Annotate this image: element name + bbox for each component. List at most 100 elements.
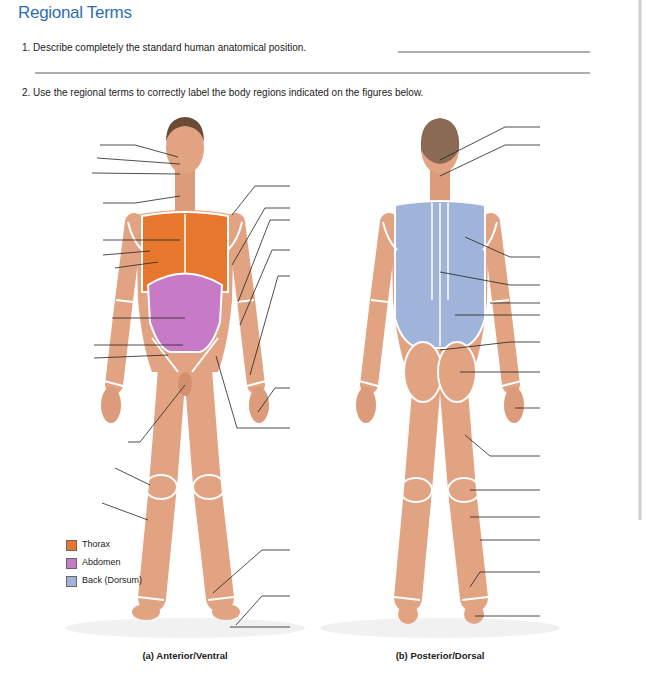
figure-shape: [431, 203, 433, 300]
figure-shape: [198, 370, 220, 598]
figure-shape: [383, 222, 397, 250]
figure-shape: [114, 222, 134, 385]
figure-shape: [238, 220, 290, 302]
figure-shape: [237, 300, 254, 302]
legend-swatch: [66, 558, 77, 569]
figure-shape: [184, 214, 186, 275]
figure-caption: (a) Anterior/Ventral: [85, 650, 285, 661]
figure-shape: [395, 201, 485, 348]
figure-shape: [212, 604, 240, 620]
figure-shape: [470, 517, 540, 518]
posterior-figure: [356, 118, 524, 624]
figure-shape: [400, 478, 432, 502]
figure-shape: [394, 597, 420, 600]
figure-shape: [371, 300, 388, 302]
figure-shape: [502, 381, 521, 386]
figure-shape: [480, 540, 540, 541]
figure-shape: [228, 222, 242, 250]
figure-shape: [460, 372, 540, 373]
figure-shape: [462, 597, 488, 600]
figure-shape: [152, 370, 172, 598]
floor-shadow: [320, 618, 560, 638]
figure-shape: [232, 186, 290, 215]
figure-shape: [193, 475, 225, 499]
figure-shape: [166, 117, 204, 142]
figure-shape: [148, 274, 222, 353]
figure-shape: [432, 203, 448, 346]
figure-shape: [440, 342, 540, 350]
figure-shape: [258, 388, 290, 412]
figure-shape: [369, 222, 389, 385]
figure-shape: [213, 550, 290, 593]
figure-shape: [455, 315, 540, 316]
figure-shape: [178, 372, 192, 396]
figure-shape: [175, 168, 195, 213]
figure-shape: [440, 272, 540, 285]
legend-text: Abdomen: [82, 557, 121, 568]
figure-shape: [232, 208, 290, 265]
figure-shape: [115, 262, 158, 268]
figure-shape: [492, 300, 509, 302]
figure-shape: [104, 381, 123, 386]
figure-shape: [94, 355, 168, 358]
figure-shape: [128, 222, 142, 250]
figure-shape: [101, 387, 121, 423]
figure-shape: [356, 387, 376, 423]
figure-shape: [103, 240, 180, 241]
anterior-figure: [101, 117, 269, 620]
figure-shape: [208, 597, 234, 600]
figure-shape: [104, 222, 266, 600]
answer-blanks: [35, 52, 590, 73]
figure-shape: [100, 145, 178, 157]
figure-shape: [138, 597, 164, 600]
figure-shape: [439, 203, 441, 346]
figure-shape: [470, 490, 540, 491]
figure-shape: [102, 503, 148, 520]
leader-lines: [92, 127, 540, 627]
figure-shape: [128, 385, 185, 442]
figure-shape: [398, 604, 418, 624]
figure-shape: [250, 276, 290, 375]
figure-shape: [475, 616, 540, 617]
figure-shape: [35, 73, 590, 74]
worksheet-title: Regional Terms: [18, 3, 132, 23]
figure-shape: [240, 250, 290, 325]
figure-shape: [136, 210, 234, 372]
figure-shape: [398, 52, 590, 53]
scroll-bar: [639, 0, 642, 520]
figure-shape: [440, 145, 540, 176]
figure-shape: [230, 627, 290, 628]
figure-shape: [115, 468, 150, 485]
figure-shape: [192, 338, 218, 372]
figure-shape: [359, 222, 521, 600]
question-text: 2. Use the regional terms to correctly l…: [22, 87, 423, 99]
figure-shape: [236, 222, 256, 385]
figure-shape: [421, 118, 459, 164]
figure-shape: [404, 342, 442, 402]
figure-shape: [408, 380, 427, 598]
figure-caption: (b) Posterior/Dorsal: [340, 650, 540, 661]
legend-swatch: [66, 540, 77, 551]
figure-shape: [453, 380, 474, 598]
figure-shape: [490, 303, 540, 304]
figure-shape: [447, 203, 449, 300]
figure-shape: [465, 435, 540, 456]
figure-shape: [145, 475, 177, 499]
figure-shape: [216, 356, 290, 428]
figure-shape: [464, 604, 484, 624]
floor-shadow: [65, 618, 305, 638]
figure-shape: [94, 345, 183, 346]
figure-shape: [440, 127, 540, 160]
figure-shape: [470, 572, 540, 587]
figure-shape: [103, 251, 150, 255]
figure-shape: [247, 381, 266, 386]
legend-text: Thorax: [82, 539, 110, 550]
figure-shape: [132, 604, 160, 620]
figure-shape: [491, 222, 511, 385]
figure-shape: [116, 300, 133, 302]
figure-shape: [236, 596, 290, 625]
figure-shape: [97, 158, 180, 164]
figure-shape: [504, 387, 524, 423]
figure-shape: [92, 173, 180, 174]
